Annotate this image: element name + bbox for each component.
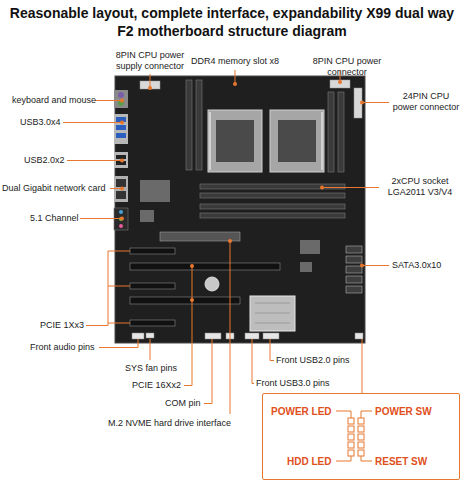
part-label: PCIE 16Xx2 <box>132 380 181 391</box>
leader-lines <box>63 70 389 414</box>
front-panel-header <box>336 411 372 461</box>
pin-label: RESET SW <box>375 456 427 468</box>
front-panel-box: POWER LED POWER SW HDD LED RESET SW <box>262 393 460 480</box>
part-label: SYS fan pins <box>125 363 177 374</box>
part-label: 24PIN CPU power connector <box>392 91 460 113</box>
part-label: M.2 NVME hard drive interface <box>108 418 231 429</box>
leader-dots <box>120 80 364 302</box>
pin-label: POWER SW <box>375 406 432 418</box>
part-label: 2xCPU socket LGA2011 V3/V4 <box>382 176 458 198</box>
part-label: Dual Gigabit network card <box>2 183 106 194</box>
part-label: keyboard and mouse <box>12 95 96 106</box>
part-label: 5.1 Channel <box>30 213 79 224</box>
part-label: 8PIN CPU power supply connector <box>110 50 190 72</box>
title: Reasonable layout, complete interface, e… <box>7 4 457 40</box>
part-label: COM pin <box>165 398 201 409</box>
part-label: Front audio pins <box>30 342 95 353</box>
pin-label: HDD LED <box>287 456 331 468</box>
part-label: 8PIN CPU power connector <box>292 56 402 78</box>
part-label: Front USB2.0 pins <box>276 355 350 366</box>
part-label: DDR4 memory slot x8 <box>190 56 280 67</box>
pin-label: POWER LED <box>271 406 332 418</box>
part-label: USB2.0x2 <box>24 155 65 166</box>
cpu-socket <box>208 110 324 172</box>
board <box>115 76 365 343</box>
part-label: Front USB3.0 pins <box>256 378 330 389</box>
part-label: USB3.0x4 <box>20 117 61 128</box>
part-label: SATA3.0x10 <box>392 260 441 271</box>
part-label: PCIE 1Xx3 <box>40 320 84 331</box>
